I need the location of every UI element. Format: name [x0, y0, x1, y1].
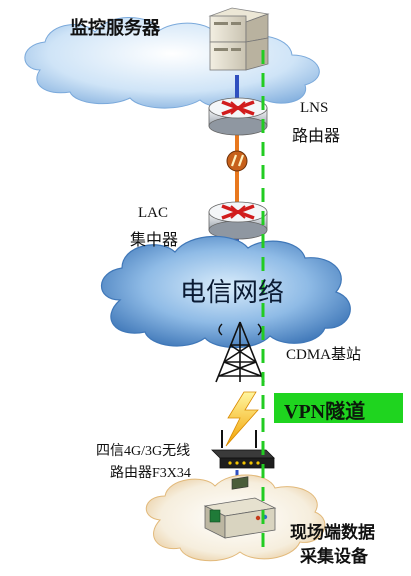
lac-label-line2: 集中器	[130, 230, 179, 249]
telecom-network-label: 电信网络	[180, 278, 285, 308]
cdma-station-label: CDMA基站	[286, 347, 362, 363]
vpn-tunnel-label-bg	[274, 393, 403, 423]
cdma-tower-icon	[215, 321, 265, 383]
telecom-cloud	[101, 235, 351, 348]
lns-label-line2: 路由器	[292, 126, 341, 145]
modem-icon	[226, 150, 248, 172]
f3x34-label-line1: 四信4G/3G无线	[96, 444, 191, 459]
field-device-label-line2: 采集设备	[300, 547, 368, 567]
vpn-tunnel-label: VPN隧道	[284, 401, 366, 423]
f3x34-router-icon	[211, 430, 275, 469]
server-icon	[208, 7, 270, 71]
lac-label-line1: LAC	[138, 205, 168, 221]
monitor-server-label: 监控服务器	[70, 18, 160, 39]
wireless-signal-icon	[225, 391, 259, 447]
f3x34-label-line2: 路由器F3X34	[110, 466, 191, 481]
lns-router-icon	[208, 97, 268, 136]
lns-label-line1: LNS	[300, 100, 329, 116]
field-device-label-line1: 现场端数据	[290, 523, 375, 543]
lac-router-icon	[208, 201, 268, 240]
